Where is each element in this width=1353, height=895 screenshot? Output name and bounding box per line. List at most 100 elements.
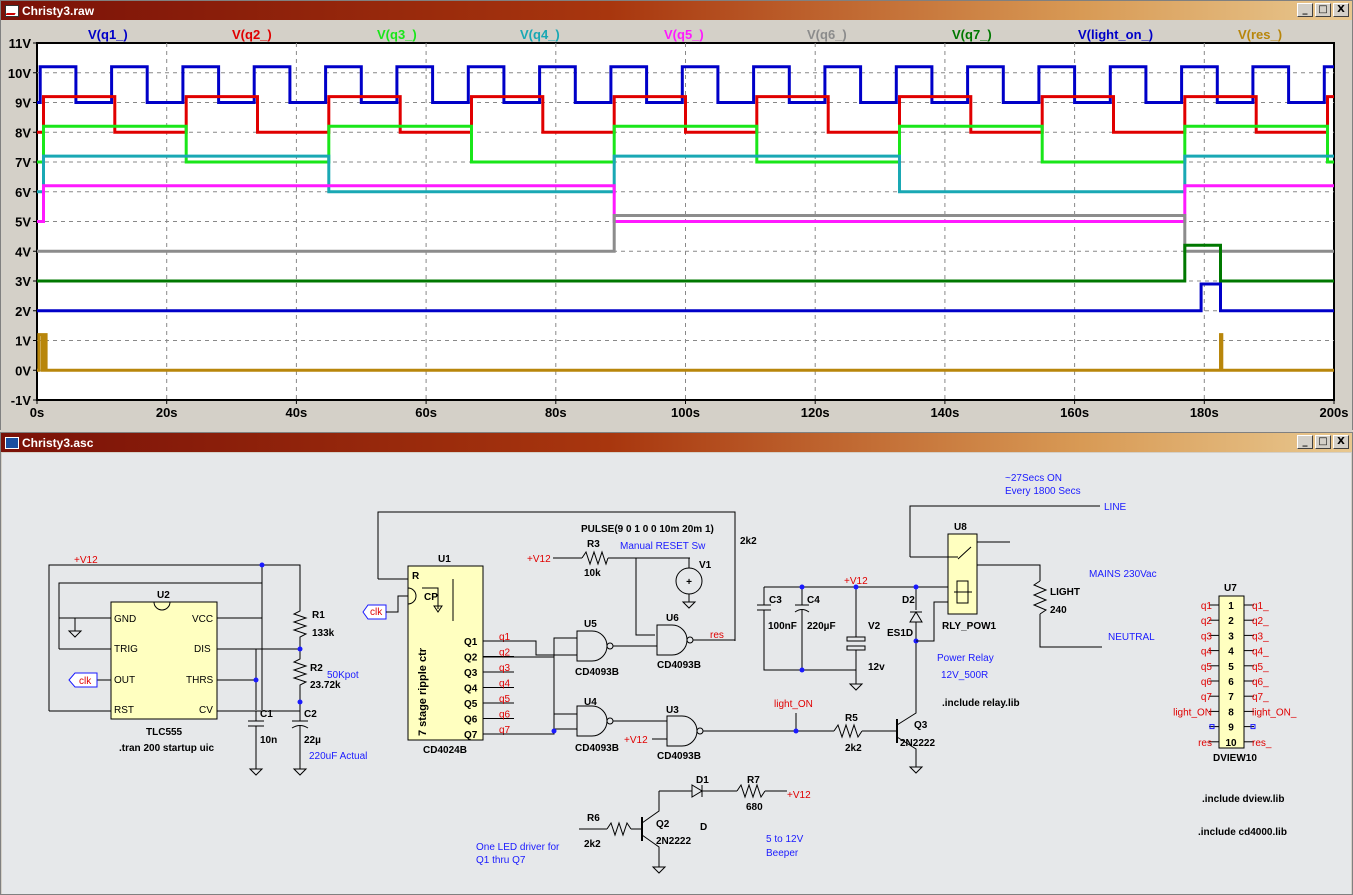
legend-vq7[interactable]: V(q7_) bbox=[952, 27, 992, 42]
pin-dis: DIS bbox=[194, 644, 211, 655]
legend-vq4[interactable]: V(q4_) bbox=[520, 27, 560, 42]
relay-lib-directive[interactable]: .include relay.lib bbox=[942, 698, 1020, 709]
ground-symbol bbox=[67, 630, 83, 638]
plot-traces bbox=[37, 65, 1334, 372]
dview-pin-number: 5 bbox=[1228, 662, 1234, 673]
schematic-titlebar[interactable]: Christy3.asc _ □ X bbox=[1, 433, 1352, 452]
u1-cd4024[interactable] bbox=[407, 565, 484, 741]
trace-vq5[interactable] bbox=[37, 184, 1334, 223]
u7-dview10[interactable] bbox=[1218, 595, 1245, 749]
dview-lib-directive[interactable]: .include dview.lib bbox=[1202, 794, 1284, 805]
y-tick-label: 3V bbox=[15, 274, 31, 289]
pin-cp: CP bbox=[424, 592, 438, 603]
dview-in-label: q4 bbox=[1201, 647, 1213, 658]
trace-vq7[interactable] bbox=[37, 243, 1334, 283]
c4-label: C4 bbox=[807, 595, 820, 606]
r7-label: R7 bbox=[747, 775, 760, 786]
dview-pin-number: 6 bbox=[1228, 677, 1234, 688]
v2-battery[interactable] bbox=[846, 636, 866, 642]
tran-directive[interactable]: .tran 200 startup uic bbox=[119, 743, 214, 754]
legend-vq1[interactable]: V(q1_) bbox=[88, 27, 128, 42]
ground-symbol bbox=[292, 768, 308, 776]
dview-open-pin bbox=[1250, 724, 1256, 730]
u7-label: U7 bbox=[1224, 583, 1237, 594]
ground-symbol bbox=[248, 768, 264, 776]
trace-vq1[interactable] bbox=[37, 65, 1334, 104]
r7-resistor[interactable] bbox=[736, 783, 766, 799]
dview-pin-number: 1 bbox=[1228, 601, 1234, 612]
y-tick-label: 5V bbox=[15, 215, 31, 230]
minimize-button[interactable]: _ bbox=[1297, 435, 1313, 449]
d1-led[interactable] bbox=[691, 784, 703, 798]
x-tick-label: 160s bbox=[1060, 405, 1089, 420]
u2-tlc555[interactable] bbox=[110, 601, 218, 720]
junction bbox=[551, 728, 557, 734]
close-button[interactable]: X bbox=[1333, 3, 1349, 17]
y-tick-label: 2V bbox=[15, 304, 31, 319]
dview-open-pin bbox=[1209, 724, 1215, 730]
u3-label: U3 bbox=[666, 705, 679, 716]
v2-value: 12v bbox=[868, 662, 885, 673]
cd4000-lib-directive[interactable]: .include cd4000.lib bbox=[1198, 827, 1287, 838]
relay-note-2: 12V_500R bbox=[941, 670, 988, 681]
c2-value: 22µ bbox=[304, 735, 321, 746]
net-q2: q2 bbox=[499, 648, 511, 659]
trace-vq3[interactable] bbox=[37, 124, 1334, 164]
trace-vq6[interactable] bbox=[37, 214, 1334, 253]
pin-gnd: GND bbox=[114, 614, 136, 625]
u4-label: U4 bbox=[584, 697, 597, 708]
u2-label: U2 bbox=[157, 590, 170, 601]
r3-resistor[interactable] bbox=[581, 550, 609, 566]
close-button[interactable]: X bbox=[1333, 435, 1349, 449]
manual-reset-note: Manual RESET Sw bbox=[620, 541, 706, 552]
legend-vq2[interactable]: V(q2_) bbox=[232, 27, 272, 42]
svg-text:+: + bbox=[686, 577, 692, 588]
r5-resistor[interactable] bbox=[833, 723, 863, 739]
u8-label: U8 bbox=[954, 522, 967, 533]
u3-nand-gate[interactable] bbox=[666, 715, 698, 747]
legend-vq3[interactable]: V(q3_) bbox=[377, 27, 417, 42]
c3-label: C3 bbox=[769, 595, 782, 606]
u6-nand-gate[interactable] bbox=[656, 624, 688, 656]
trace-vlighton[interactable] bbox=[37, 282, 1334, 313]
dview-out-label: q2_ bbox=[1252, 616, 1269, 627]
d2-diode[interactable] bbox=[909, 611, 923, 623]
plot-legend[interactable]: V(q1_) V(q2_) V(q3_) V(q4_) V(q5_) V(q6_) V(q7… bbox=[88, 27, 1282, 42]
legend-vres[interactable]: V(res_) bbox=[1238, 27, 1282, 42]
plot-window-title: Christy3.raw bbox=[22, 3, 95, 18]
minimize-button[interactable]: _ bbox=[1297, 3, 1313, 17]
legend-vq6[interactable]: V(q6_) bbox=[807, 27, 847, 42]
u5-nand-gate[interactable] bbox=[576, 630, 608, 662]
legend-vq5[interactable]: V(q5_) bbox=[664, 27, 704, 42]
u4-part: CD4093B bbox=[575, 743, 619, 754]
q2-label: Q2 bbox=[656, 819, 670, 830]
maximize-button[interactable]: □ bbox=[1315, 3, 1331, 17]
legend-vlighton[interactable]: V(light_on_) bbox=[1078, 27, 1153, 42]
plot-titlebar[interactable]: Christy3.raw _ □ X bbox=[1, 1, 1352, 20]
pin-q6: Q6 bbox=[464, 715, 478, 726]
y-tick-label: 0V bbox=[15, 363, 31, 378]
dview-in-label: res bbox=[1198, 738, 1212, 749]
r1-resistor[interactable] bbox=[292, 607, 308, 649]
r6-resistor[interactable] bbox=[606, 821, 632, 837]
net-q7: q7 bbox=[499, 725, 511, 736]
r2-value: 23.72k bbox=[310, 680, 341, 691]
clk-port[interactable] bbox=[68, 672, 98, 688]
dview-pin-number: 3 bbox=[1228, 631, 1234, 642]
pin-trig: TRIG bbox=[114, 644, 138, 655]
light-load[interactable] bbox=[1032, 580, 1048, 615]
u4-nand-gate[interactable] bbox=[576, 705, 608, 737]
maximize-button[interactable]: □ bbox=[1315, 435, 1331, 449]
schematic-canvas[interactable]: +V12 U2 GND VCC TRIG DIS OUT THRS RST CV… bbox=[2, 453, 1351, 894]
d-label: D bbox=[700, 822, 707, 833]
trace-vq2[interactable] bbox=[37, 95, 1334, 134]
r2-potentiometer[interactable] bbox=[292, 649, 308, 702]
dview-pin-number: 7 bbox=[1228, 692, 1234, 703]
dview-pin-number: 2 bbox=[1228, 616, 1234, 627]
trace-vres[interactable] bbox=[37, 333, 1334, 372]
dview-out-label: q1_ bbox=[1252, 601, 1269, 612]
u8-relay[interactable] bbox=[947, 533, 978, 615]
x-tick-label: 80s bbox=[545, 405, 567, 420]
